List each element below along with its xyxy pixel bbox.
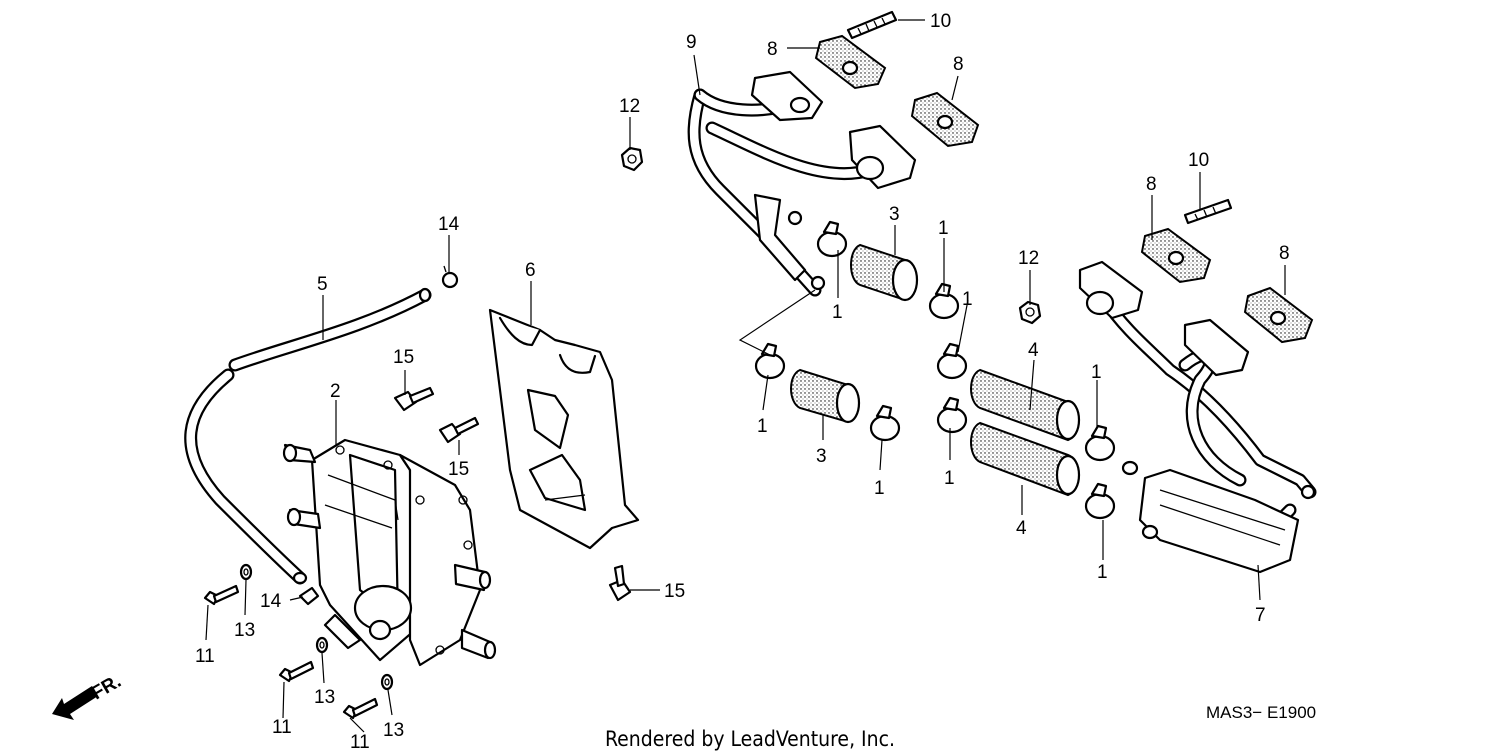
- direction-label: FR.: [88, 671, 125, 704]
- arrow-front-icon: FR.: [52, 671, 125, 720]
- callout-1e: 1: [874, 478, 885, 499]
- callout-15c: 15: [664, 581, 685, 602]
- callout-13c: 13: [383, 720, 404, 741]
- callout-11c: 11: [350, 732, 370, 753]
- hose-3a: [850, 243, 919, 302]
- callout-labels: 9 8 10 8 12 14 5 6 3 1 1 1 12 10 8 8 15 …: [195, 11, 1290, 753]
- callout-14b: 14: [260, 591, 282, 612]
- breather-tube-5: [184, 287, 432, 585]
- bolt-15c: [608, 564, 632, 602]
- callout-1b: 1: [938, 218, 949, 239]
- callout-7: 7: [1255, 605, 1266, 626]
- washer-13b: [315, 636, 329, 654]
- stud-bolt-10b: [1183, 198, 1233, 225]
- hose-4a: [970, 368, 1081, 442]
- nut-12b: [1018, 300, 1042, 325]
- callout-10b: 10: [1188, 150, 1209, 171]
- callout-3b: 3: [816, 446, 827, 467]
- screw-11a: [203, 584, 240, 606]
- diagram-code: MAS3− E1900: [1206, 703, 1316, 722]
- bolt-15b: [438, 416, 480, 444]
- callout-2: 2: [330, 381, 341, 402]
- callout-10a: 10: [930, 11, 951, 32]
- callout-1c: 1: [962, 289, 973, 310]
- callout-8d: 8: [1279, 243, 1290, 264]
- callout-8c: 8: [1146, 174, 1157, 195]
- callout-1d: 1: [757, 416, 768, 437]
- callout-5: 5: [317, 274, 328, 295]
- callout-15a: 15: [393, 347, 414, 368]
- callout-9: 9: [686, 32, 697, 53]
- callout-4a: 4: [1028, 340, 1039, 361]
- callout-12b: 12: [1018, 248, 1039, 269]
- callout-8b: 8: [953, 54, 964, 75]
- callout-1g: 1: [944, 468, 955, 489]
- callout-8a: 8: [767, 39, 778, 60]
- hose-4b: [970, 421, 1081, 497]
- callout-11a: 11: [195, 646, 215, 667]
- callout-1a: 1: [832, 302, 843, 323]
- clip-14a: [441, 265, 459, 289]
- render-credit: Rendered by LeadVenture, Inc.: [605, 727, 895, 751]
- screw-11b: [278, 660, 315, 683]
- callout-13b: 13: [314, 687, 335, 708]
- nut-12a: [620, 146, 644, 172]
- hose-clamps-1: [754, 220, 1116, 520]
- callout-12a: 12: [619, 96, 640, 117]
- fuel-pump-2: [282, 438, 497, 667]
- washer-13c: [380, 673, 394, 691]
- oil-pipe-upper: [687, 70, 917, 297]
- oil-pipe-lower: [1078, 260, 1317, 574]
- hose-3b: [790, 368, 861, 424]
- callout-14a: 14: [438, 214, 460, 235]
- callout-15b: 15: [448, 459, 469, 480]
- callout-11b: 11: [272, 717, 292, 738]
- callout-6: 6: [525, 260, 536, 281]
- callout-3a: 3: [889, 204, 900, 225]
- clip-14b: [298, 586, 320, 606]
- bracket-plate-6: [488, 308, 640, 550]
- callout-1h: 1: [1097, 562, 1108, 583]
- callout-1f: 1: [1091, 362, 1102, 383]
- callout-4b: 4: [1016, 518, 1027, 539]
- washer-13a: [239, 563, 253, 581]
- callout-13a: 13: [234, 620, 255, 641]
- screw-11c: [342, 697, 379, 720]
- leader-lines: [205, 19, 1286, 733]
- bolt-15a: [393, 386, 435, 412]
- stud-bolt-10a: [846, 10, 898, 40]
